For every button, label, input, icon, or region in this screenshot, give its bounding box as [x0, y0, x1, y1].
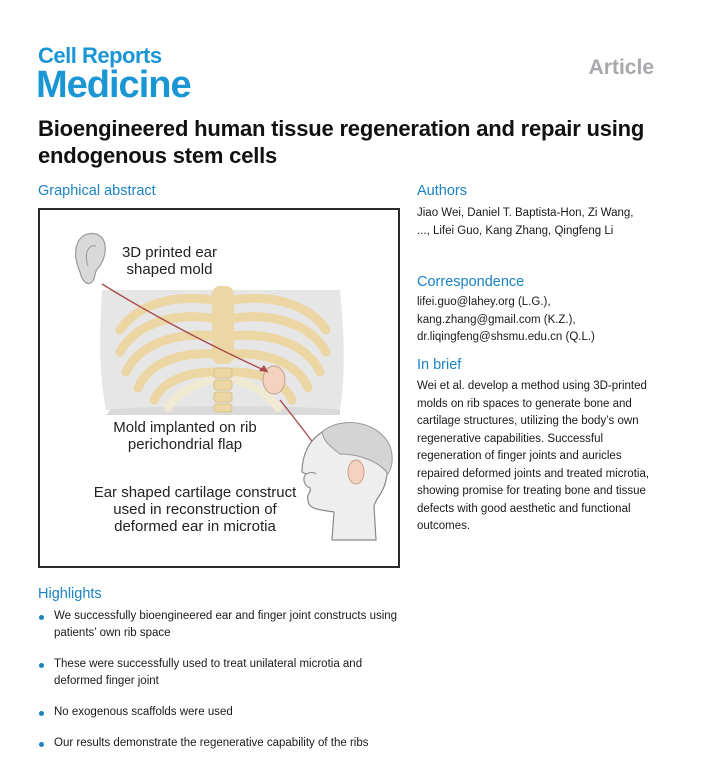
graphical-abstract-figure: 3D printed ear shaped mold Mold implante… [38, 208, 400, 568]
highlights-list: We successfully bioengineered ear and fi… [38, 608, 408, 766]
correspondence-email[interactable]: lifei.guo@lahey.org (L.G.), [417, 296, 551, 308]
journal-logo-medicine: Medicine [36, 64, 192, 106]
highlight-item: No exogenous scaffolds were used [38, 704, 408, 721]
correspondence-email[interactable]: kang.zhang@gmail.com (K.Z.), [417, 313, 576, 326]
label-cartilage-construct: Ear shaped cartilage construct used in r… [93, 484, 297, 535]
authors-heading: Authors [417, 183, 467, 199]
reconstructed-ear [347, 459, 365, 485]
in-brief-text: Wei et al. develop a method using 3D-pri… [417, 380, 650, 532]
spine [213, 367, 233, 413]
patient-head-illustration [301, 422, 393, 541]
journal-logo-ce: Ce [38, 43, 66, 68]
bullet-icon [39, 711, 44, 716]
highlight-item: We successfully bioengineered ear and fi… [38, 608, 408, 642]
ear-icon [75, 232, 106, 285]
graphical-abstract-heading: Graphical abstract [38, 183, 156, 199]
sternum [212, 286, 234, 364]
journal-logo-reports: ll Reports [65, 43, 162, 68]
highlight-item: These were successfully used to treat un… [38, 656, 408, 690]
label-implanted-mold: Mold implanted on rib perichondrial flap [113, 419, 257, 453]
correspondence-heading: Correspondence [417, 274, 525, 290]
article-type-label: Article [588, 56, 654, 79]
label-printed-mold: 3D printed ear shaped mold [121, 244, 218, 278]
correspondence-list: lifei.guo@lahey.org (L.G.), kang.zhang@g… [417, 294, 667, 347]
bullet-icon [39, 663, 44, 668]
in-brief-heading: In brief [417, 357, 462, 373]
correspondence-email[interactable]: dr.liqingfeng@shsmu.edu.cn (Q.L.) [417, 331, 595, 343]
highlight-item: Our results demonstrate the regenerative… [38, 735, 408, 752]
graphical-abstract-illustration [75, 232, 393, 541]
bullet-icon [39, 615, 44, 620]
highlight-text: No exogenous scaffolds were used [54, 706, 233, 718]
implanted-ear-mold [262, 365, 286, 395]
authors-list: Jiao Wei, Daniel T. Baptista-Hon, Zi Wan… [417, 207, 634, 237]
highlights-heading: Highlights [38, 586, 102, 602]
highlight-text: These were successfully used to treat un… [54, 658, 363, 687]
journal-logo-line1: Cell Reports [38, 44, 162, 68]
rib-cage [115, 293, 331, 405]
article-title: Bioengineered human tissue regeneration … [38, 116, 645, 168]
bullet-icon [39, 742, 44, 747]
highlight-text: Our results demonstrate the regenerative… [54, 737, 369, 749]
highlight-text: We successfully bioengineered ear and fi… [54, 610, 398, 639]
